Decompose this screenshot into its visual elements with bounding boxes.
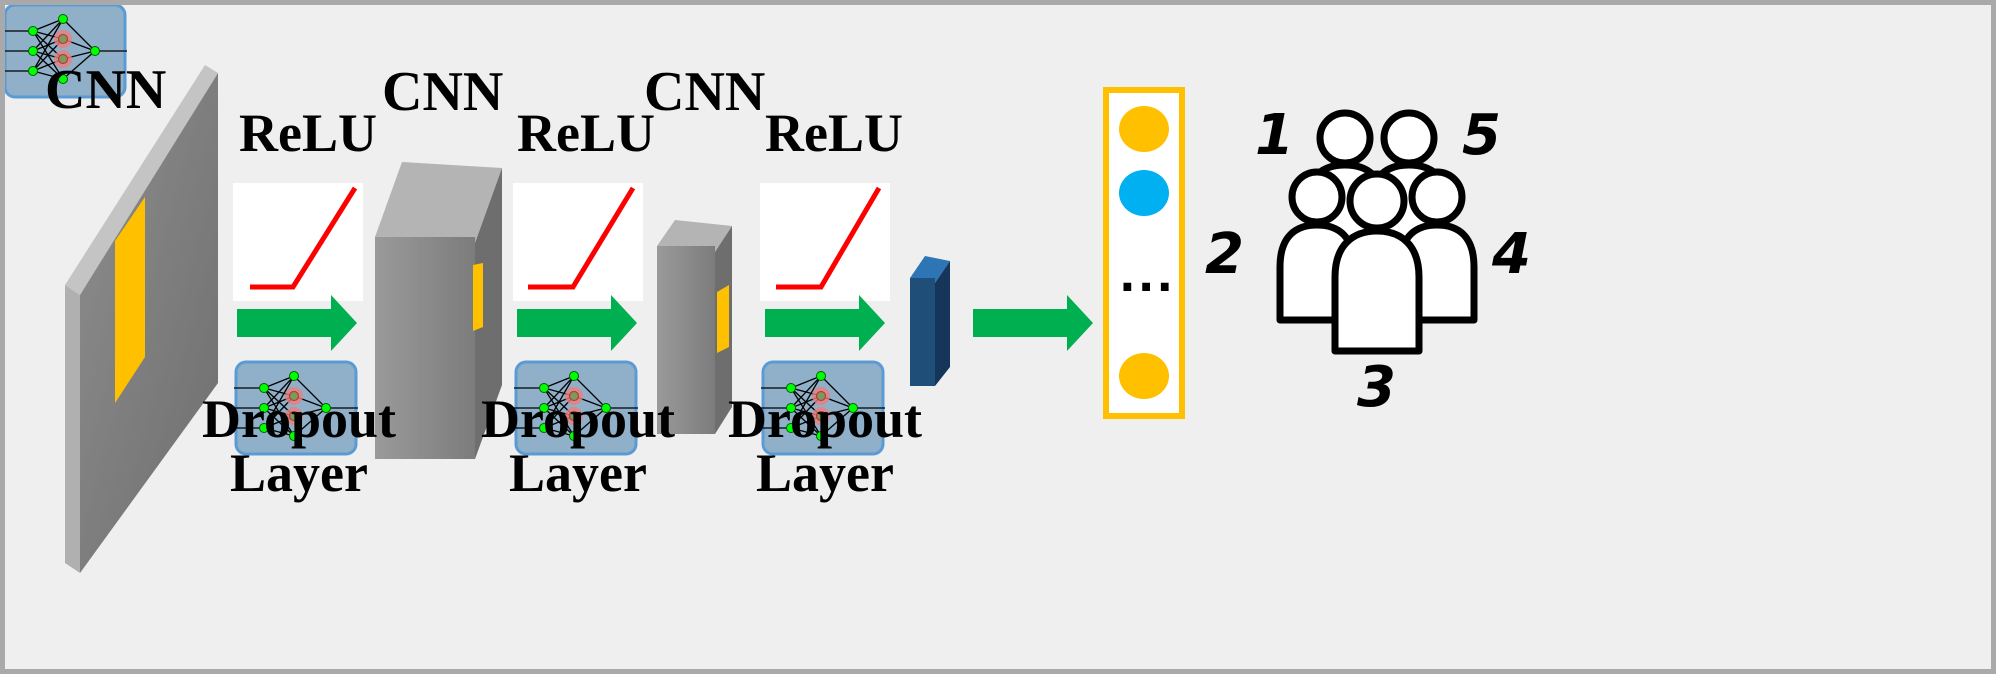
output-ellipsis: ... (1119, 251, 1176, 302)
arrow-icon (237, 295, 357, 351)
arrow-icon (973, 295, 1093, 351)
relu-graph-2 (513, 183, 643, 301)
kernel-highlight (717, 285, 729, 353)
class-number: 1 (1255, 103, 1294, 168)
cnn-label: CNN (382, 61, 504, 123)
output-node (1119, 106, 1169, 152)
layer-label: Layer (509, 443, 647, 503)
cnn-pipeline-diagram (5, 5, 1478, 573)
dropout-label: Dropout (201, 389, 397, 449)
cnn-block-3 (657, 220, 732, 434)
cnn-label: CNN (45, 59, 167, 121)
relu-label: ReLU (765, 103, 903, 163)
class-number: 5 (1462, 103, 1501, 168)
output-node (1119, 170, 1169, 216)
cnn-block-2 (375, 162, 502, 459)
feature-block (910, 256, 950, 386)
cnn-label: CNN (644, 61, 766, 123)
relu-label: ReLU (517, 103, 655, 163)
people-group-icon (1276, 109, 1478, 355)
relu-graph-1 (233, 183, 363, 301)
layer-label: Layer (230, 443, 368, 503)
dropout-label: Dropout (480, 389, 676, 449)
output-node (1119, 353, 1169, 399)
arrow-icon (517, 295, 637, 351)
relu-graph-3 (760, 183, 890, 301)
kernel-highlight (115, 197, 145, 403)
relu-label: ReLU (239, 103, 377, 163)
kernel-highlight (473, 263, 483, 331)
dropout-label: Dropout (727, 389, 923, 449)
class-number: 4 (1492, 222, 1531, 287)
class-number: 2 (1205, 222, 1244, 287)
layer-label: Layer (756, 443, 894, 503)
arrow-icon (765, 295, 885, 351)
class-number: 3 (1357, 355, 1396, 420)
output-vector (1103, 87, 1185, 419)
cnn-block-1 (65, 65, 218, 573)
